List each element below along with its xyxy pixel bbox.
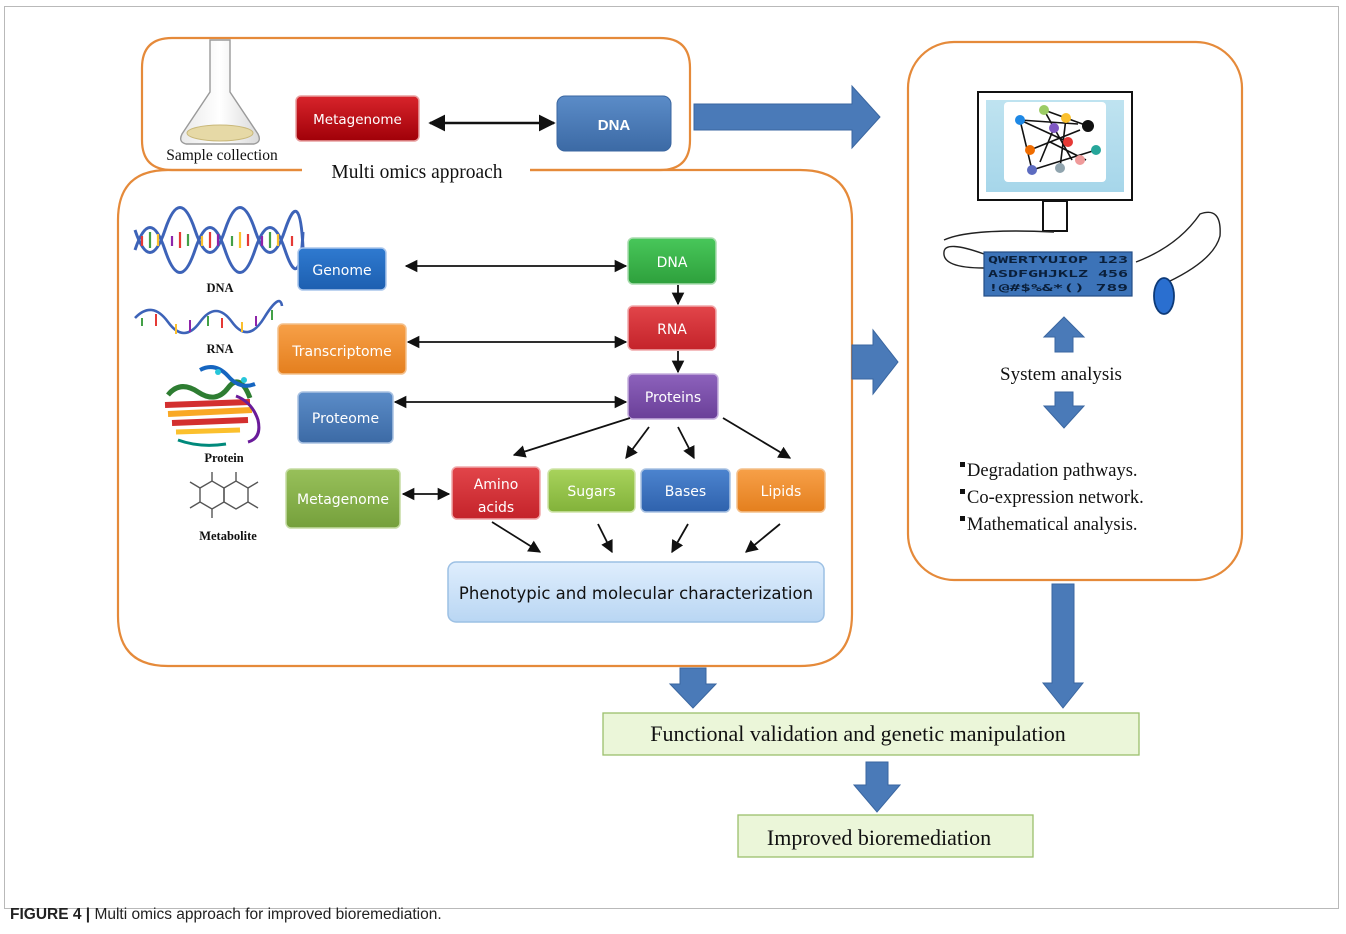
metabolite-structure-icon bbox=[189, 472, 259, 518]
svg-text:Proteins: Proteins bbox=[645, 390, 701, 406]
top-to-system-arrow bbox=[693, 84, 881, 150]
metagenome-box: Metagenome bbox=[285, 468, 401, 529]
bullet-degradation: Degradation pathways. bbox=[967, 461, 1138, 481]
proteome-box: Proteome bbox=[297, 391, 394, 444]
bases-box: Bases bbox=[640, 468, 731, 513]
flow-rna-box: RNA bbox=[627, 305, 717, 351]
amino-acids-box: Amino acids bbox=[451, 466, 541, 520]
mouse-cable bbox=[943, 211, 1221, 283]
proteins-to-sugars-arrow bbox=[625, 426, 650, 460]
characterization-box: Phenotypic and molecular characterizatio… bbox=[447, 561, 825, 623]
svg-text:RNA: RNA bbox=[657, 322, 687, 338]
proteins-to-lipids-arrow bbox=[722, 417, 792, 459]
svg-text:Bases: Bases bbox=[665, 484, 706, 500]
top-panel-border bbox=[140, 36, 692, 172]
proteins-to-bases-arrow bbox=[677, 426, 695, 460]
omics-to-system-arrow bbox=[851, 328, 899, 396]
computer-monitor-icon bbox=[977, 91, 1133, 232]
svg-text:Genome: Genome bbox=[312, 263, 371, 279]
keyboard-icon: QWERTYUIOP 123 ASDFGHJKLZ 456 !@#$%&*() … bbox=[983, 251, 1133, 297]
metabolite-illustration-label: Metabolite bbox=[199, 529, 257, 543]
figure-caption-label: FIGURE 4 | bbox=[10, 906, 91, 923]
svg-text:Metagenome: Metagenome bbox=[297, 492, 389, 508]
svg-text:Phenotypic and molecular chara: Phenotypic and molecular characterizatio… bbox=[459, 584, 813, 603]
top-metagenome-box: Metagenome bbox=[295, 95, 420, 142]
top-dna-box: DNA bbox=[556, 95, 672, 152]
rna-strand-icon bbox=[134, 299, 284, 335]
svg-text:Lipids: Lipids bbox=[761, 484, 802, 500]
bullet-mathematical: Mathematical analysis. bbox=[967, 515, 1138, 535]
svg-text:DNA: DNA bbox=[598, 117, 631, 134]
genome-box: Genome bbox=[297, 247, 387, 291]
bases-to-pheno-arrow bbox=[671, 523, 689, 554]
svg-text:acids: acids bbox=[478, 500, 514, 516]
amino-to-pheno-arrow bbox=[491, 521, 542, 553]
lipids-box: Lipids bbox=[736, 468, 826, 513]
transcriptome-box: Transcriptome bbox=[277, 323, 407, 375]
svg-text:Functional validation and gene: Functional validation and genetic manipu… bbox=[650, 721, 1065, 746]
protein-structure-icon bbox=[164, 365, 261, 447]
system-analysis-title: System analysis bbox=[1000, 364, 1122, 385]
omics-panel-border bbox=[116, 168, 854, 668]
svg-text:Proteome: Proteome bbox=[312, 411, 379, 427]
sample-collection-label: Sample collection bbox=[166, 147, 278, 164]
sugars-to-pheno-arrow bbox=[597, 523, 613, 554]
system-panel-border bbox=[906, 40, 1244, 582]
svg-text:Improved bioremediation: Improved bioremediation bbox=[767, 825, 991, 850]
analysis-bullet-list: Degradation pathways. Co-expression netw… bbox=[960, 461, 1144, 535]
svg-text:Transcriptome: Transcriptome bbox=[291, 344, 392, 360]
svg-text:Metagenome: Metagenome bbox=[313, 112, 402, 128]
system-up-arrow bbox=[1042, 316, 1086, 353]
figure-caption-text: Multi omics approach for improved biorem… bbox=[94, 906, 442, 923]
computer-mouse-icon bbox=[1153, 277, 1175, 315]
flask-icon bbox=[179, 39, 261, 145]
proteins-to-amino-arrow bbox=[512, 417, 631, 458]
svg-text:!@#$%&*() 789: !@#$%&*() 789 bbox=[988, 283, 1129, 294]
system-to-validation-arrow bbox=[1041, 583, 1085, 709]
protein-illustration-label: Protein bbox=[204, 451, 243, 465]
flow-dna-box: DNA bbox=[627, 237, 717, 285]
improved-bioremediation-box: Improved bioremediation bbox=[737, 814, 1034, 858]
validation-box: Functional validation and genetic manipu… bbox=[602, 712, 1140, 756]
figure-frame bbox=[4, 6, 1339, 909]
sugars-box: Sugars bbox=[547, 468, 636, 513]
lipids-to-pheno-arrow bbox=[745, 523, 781, 553]
monitor-cable bbox=[943, 230, 1055, 241]
rna-illustration-label: RNA bbox=[206, 342, 233, 356]
bullet-coexpression: Co-expression network. bbox=[967, 488, 1144, 508]
dna-illustration-label: DNA bbox=[206, 281, 233, 295]
dna-helix-icon bbox=[133, 206, 305, 274]
flow-proteins-box: Proteins bbox=[627, 373, 719, 420]
svg-text:DNA: DNA bbox=[657, 255, 688, 271]
multi-omics-diagram: Sample collection Metagenome DNA Multi o… bbox=[116, 36, 1244, 858]
svg-text:Sugars: Sugars bbox=[567, 484, 615, 500]
omics-to-validation-arrow bbox=[668, 667, 718, 709]
svg-text:ASDFGHJKLZ 456: ASDFGHJKLZ 456 bbox=[988, 269, 1128, 280]
figure-caption: FIGURE 4 | Multi omics approach for impr… bbox=[10, 906, 442, 924]
svg-text:Amino: Amino bbox=[474, 477, 519, 493]
svg-text:QWERTYUIOP 123: QWERTYUIOP 123 bbox=[988, 255, 1128, 266]
system-down-arrow bbox=[1042, 391, 1086, 429]
multi-omics-title: Multi omics approach bbox=[331, 162, 502, 183]
validation-to-improved-arrow bbox=[852, 761, 902, 813]
